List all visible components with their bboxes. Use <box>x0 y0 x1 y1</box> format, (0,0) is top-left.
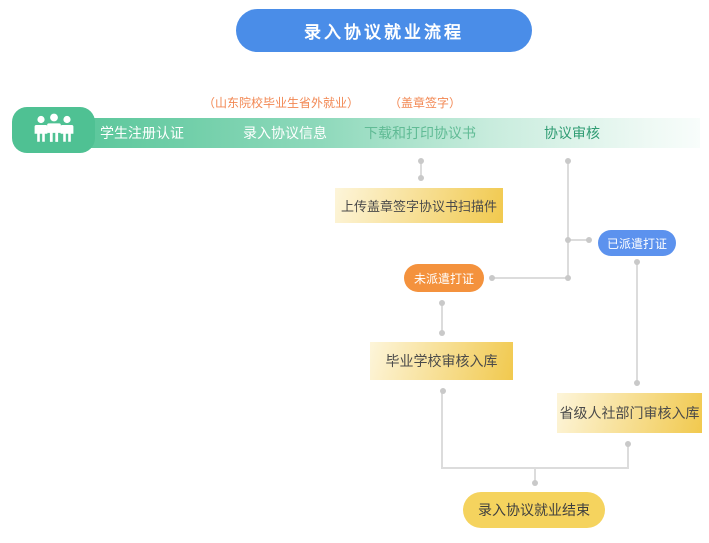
connector-line <box>441 467 629 469</box>
process-bar <box>46 118 700 148</box>
connector-line <box>493 277 568 279</box>
node-dispatched-badge: 已派遣打证 <box>598 230 676 256</box>
bar-step-download-print: 下载和打印协议书 <box>364 125 476 141</box>
connector-dot <box>634 380 640 386</box>
connector-line <box>441 393 443 469</box>
connector-line <box>534 469 536 482</box>
connector-dot <box>565 237 571 243</box>
connector-line <box>569 239 590 241</box>
connector-dot <box>565 158 571 164</box>
connector-dot <box>440 388 446 394</box>
bar-step-register: 学生注册认证 <box>100 125 184 141</box>
annotation-out-of-province: （山东院校毕业生省外就业） <box>202 96 360 110</box>
connector-dot <box>418 175 424 181</box>
node-school-review: 毕业学校审核入库 <box>370 342 513 380</box>
connector-dot <box>634 259 640 265</box>
connector-line <box>627 446 629 469</box>
connector-line <box>420 163 422 177</box>
connector-dot <box>532 480 538 486</box>
connector-line <box>636 262 638 382</box>
node-upload-scan: 上传盖章签字协议书扫描件 <box>335 188 503 223</box>
connector-dot <box>625 441 631 447</box>
connector-dot <box>418 158 424 164</box>
connector-line <box>441 305 443 333</box>
connector-dot <box>489 275 495 281</box>
connector-dot <box>586 237 592 243</box>
bar-step-review: 协议审核 <box>544 125 600 141</box>
annotation-stamp-sign: （盖章签字） <box>388 96 462 110</box>
page-title: 录入协议就业流程 <box>236 9 532 52</box>
node-not-dispatched-badge: 未派遣打证 <box>404 264 484 292</box>
connector-line <box>567 163 569 278</box>
node-provincial-review: 省级人社部门审核入库 <box>557 393 702 433</box>
bar-step-enter-info: 录入协议信息 <box>243 125 327 141</box>
connector-dot <box>565 275 571 281</box>
people-group-icon <box>31 112 77 149</box>
connector-dot <box>439 300 445 306</box>
node-process-end: 录入协议就业结束 <box>463 492 605 528</box>
connector-dot <box>439 330 445 336</box>
process-bar-icon-box <box>12 107 95 153</box>
